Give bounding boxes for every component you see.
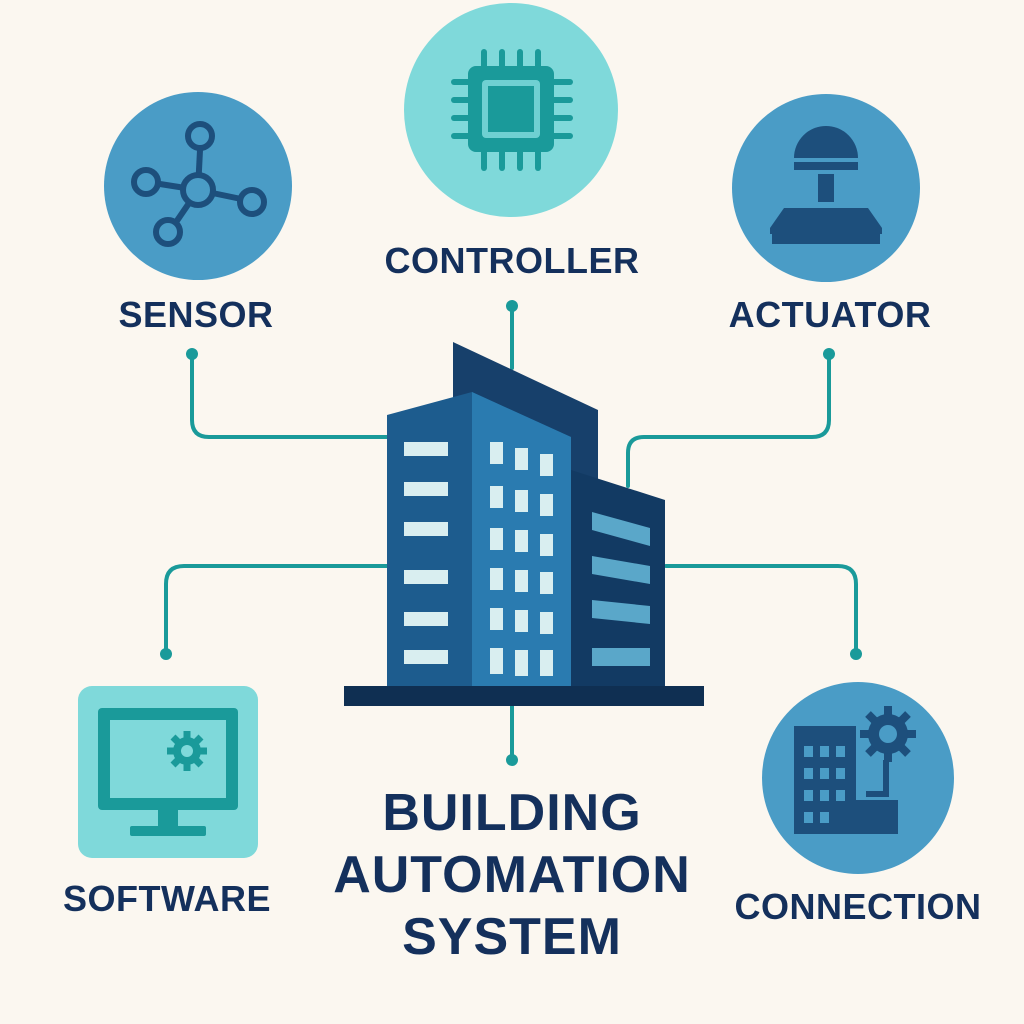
software-label: SOFTWARE [63,878,271,919]
software-node [78,686,258,858]
actuator-valve-icon [770,126,882,244]
building-windows-right [592,512,650,666]
sensor-node [104,92,292,280]
actuator-node [732,94,920,282]
connection-circle [762,682,954,874]
connector-actuator [626,352,831,488]
connector-connection [664,564,858,656]
network-nodes-icon [131,121,267,247]
controller-label: CONTROLLER [384,240,640,281]
connector-dot [850,648,862,660]
connector-dot [506,754,518,766]
monitor-gear-icon [98,708,238,836]
connection-node [762,682,954,874]
microchip-icon [451,49,573,171]
actuator-label: ACTUATOR [728,294,932,335]
connector-dot [160,648,172,660]
diagram-title: BUILDING AUTOMATION SYSTEM [312,782,712,968]
title-line: SYSTEM [402,908,622,966]
building-illustration [344,342,704,706]
title-line: BUILDING [382,784,642,842]
building-base [344,686,704,706]
connection-label: CONNECTION [734,886,982,927]
connector-dots [160,300,862,766]
building-gear-icon [794,706,916,834]
connectors [164,304,858,760]
controller-node [404,3,618,217]
title-line: AUTOMATION [333,846,691,904]
connector-dot [186,348,198,360]
connector-software [164,564,392,656]
connector-dot [506,300,518,312]
building-windows-grid [490,442,553,676]
sensor-label: SENSOR [118,294,274,335]
connector-sensor [190,352,392,439]
connector-dot [823,348,835,360]
building-windows-left [404,442,448,664]
